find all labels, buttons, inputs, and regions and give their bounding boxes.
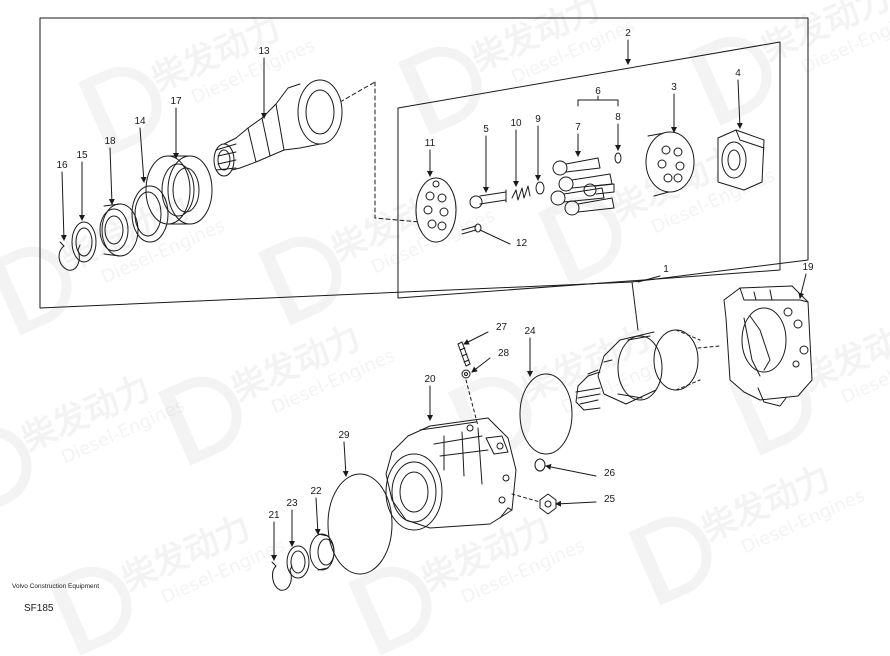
- callout-21: 21: [268, 510, 280, 521]
- callout-leader-19: [798, 273, 807, 299]
- callout-10: 10: [510, 118, 522, 129]
- shaft-to-frame-dashed: [339, 81, 376, 103]
- callout-1: 1: [663, 264, 669, 275]
- callout-3: 3: [671, 82, 677, 93]
- inner-detail-frame: [397, 41, 781, 299]
- callout-layer: 1234567891011121314151617181920212223242…: [56, 28, 814, 561]
- washer-part-15: [71, 221, 97, 263]
- callout-leader-29: [342, 441, 349, 477]
- callout-leader-25: [555, 500, 597, 507]
- callout-7: 7: [575, 122, 581, 133]
- callout-18: 18: [104, 136, 116, 147]
- callout-19: 19: [802, 262, 814, 273]
- washer-part-23: [286, 545, 310, 579]
- callout-17: 17: [170, 96, 182, 107]
- rotary-group-part-1: [575, 329, 721, 411]
- callout-6: 6: [595, 86, 601, 97]
- callout-5: 5: [483, 124, 489, 135]
- callout-23: 23: [286, 498, 298, 509]
- plug-part-28: [461, 369, 471, 379]
- cylinder-block-part-3: [645, 131, 695, 197]
- snap-ring-part-16: [58, 241, 81, 271]
- drain-plug-part-25: [511, 493, 557, 515]
- drive-shaft-part-13: [213, 79, 343, 177]
- callout-25: 25: [604, 494, 616, 505]
- callout-leader-18: [108, 147, 115, 205]
- pin-dashed-line: [465, 379, 479, 427]
- callout-leader-12: [479, 229, 511, 245]
- spacer-ring-part-9: [535, 181, 545, 195]
- dowel-pin-part-27: [457, 341, 471, 367]
- exploded-parts-diagram: 1234567891011121314151617181920212223242…: [39, 17, 814, 591]
- center-pin-part-5: [469, 189, 507, 209]
- screw-part-12: [461, 223, 482, 235]
- small-o-ring-part-26: [534, 458, 546, 472]
- callout-22: 22: [310, 486, 322, 497]
- seal-ring-part-14: [131, 185, 169, 243]
- roller-bearing-part-17: [145, 155, 213, 225]
- callout-27: 27: [496, 322, 508, 333]
- callout-4: 4: [735, 68, 741, 79]
- motor-housing-part-20: [385, 417, 517, 531]
- callout-1-leader: [631, 281, 639, 331]
- bracket-group-6: [577, 95, 619, 107]
- callout-12: 12: [516, 238, 528, 249]
- callout-leader-1: [637, 275, 661, 283]
- retainer-part-8: [614, 152, 622, 164]
- swash-plate-part-4: [717, 129, 765, 191]
- callout-9: 9: [535, 114, 541, 125]
- spring-part-10: [511, 185, 531, 201]
- callout-leader-22: [314, 497, 321, 535]
- callout-29: 29: [338, 430, 350, 441]
- callout-leader-28: [471, 357, 491, 373]
- large-o-ring-part-29: [327, 473, 393, 575]
- callout-leader-4: [736, 79, 743, 129]
- callout-24: 24: [524, 326, 536, 337]
- callout-26: 26: [604, 468, 616, 479]
- valve-plate-part-11: [415, 177, 457, 243]
- callout-leader-16: [60, 171, 67, 241]
- manufacturer-label: Volvo Construction Equipment: [12, 583, 100, 590]
- diagram-code: SF185: [24, 603, 54, 614]
- callout-15: 15: [76, 150, 88, 161]
- bushing-part-22: [309, 533, 335, 571]
- callout-leader-27: [463, 331, 489, 345]
- o-ring-part-24: [519, 373, 573, 455]
- end-housing-part-19: [723, 285, 813, 407]
- callout-leader-14: [139, 127, 147, 183]
- pistons-part-7: [550, 157, 615, 216]
- callout-8: 8: [615, 112, 621, 123]
- needle-bearing-part-18: [99, 203, 139, 257]
- callout-leader-26: [545, 464, 597, 477]
- frame-link-dashed: [374, 81, 421, 223]
- snap-ring-part-21: [271, 561, 293, 591]
- callout-2: 2: [625, 28, 631, 39]
- callout-20: 20: [424, 374, 436, 385]
- callout-14: 14: [134, 116, 146, 127]
- callout-11: 11: [425, 138, 436, 149]
- outer-detail-frame: [39, 17, 809, 309]
- callout-13: 13: [258, 46, 270, 57]
- callout-16: 16: [56, 160, 68, 171]
- callout-28: 28: [498, 348, 510, 359]
